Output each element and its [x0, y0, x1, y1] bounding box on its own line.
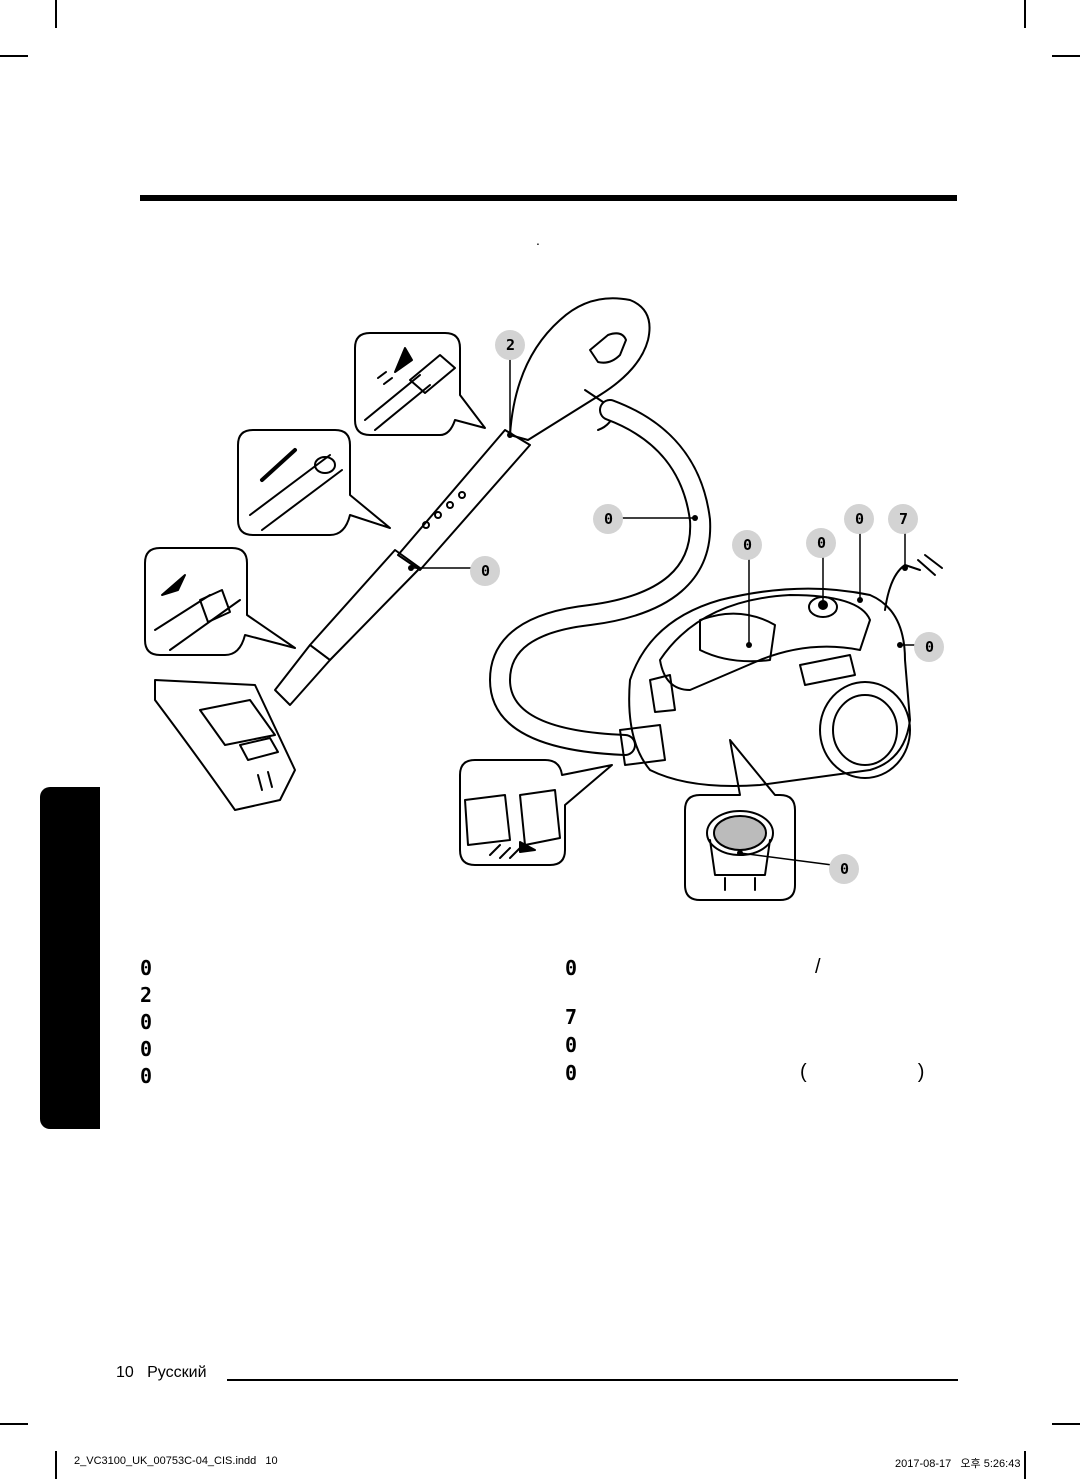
legend-number: 0: [140, 1064, 152, 1088]
crop-mark: [55, 1451, 57, 1479]
telescopic-pipe: [274, 429, 531, 706]
legend-number: 0: [140, 956, 152, 980]
legend-parenthesis: ( ): [800, 1061, 925, 1083]
inset-exhaust-filter: [684, 739, 796, 901]
crop-mark: [0, 55, 28, 57]
footer-rule: [227, 1379, 958, 1381]
flexible-hose: [489, 399, 712, 756]
callout-badge: 0: [844, 504, 874, 534]
crop-mark: [1024, 0, 1026, 28]
callout-badge: 2: [495, 330, 525, 360]
callout-badge: 0: [806, 528, 836, 558]
legend-number: 0: [140, 1037, 152, 1061]
print-slug-file: 2_VC3100_UK_00753C-04_CIS.indd 10: [74, 1455, 278, 1467]
crop-mark: [1024, 1451, 1026, 1479]
floor-nozzle: [154, 679, 296, 811]
callout-badge: 0: [470, 556, 500, 586]
inset-handle-connection: [354, 332, 486, 436]
legend-number: 7: [565, 1005, 577, 1029]
crop-mark: [55, 0, 57, 28]
legend-number: 0: [565, 1033, 577, 1057]
callout-badge: 7: [888, 504, 918, 534]
callout-badge: 0: [914, 632, 944, 662]
header-mark: .: [536, 232, 540, 248]
legend-number: 2: [140, 983, 152, 1007]
crop-mark: [0, 1423, 28, 1425]
legend-separator: /: [815, 956, 821, 978]
legend-number: 0: [140, 1010, 152, 1034]
leader-dots: [408, 432, 908, 856]
crop-mark: [1052, 55, 1080, 57]
inset-telescopic-pipe: [237, 429, 391, 536]
leader-lines: [410, 346, 919, 867]
callout-badge: 0: [593, 504, 623, 534]
page-number: 10 Русский: [116, 1364, 207, 1381]
vacuum-body: [619, 554, 943, 787]
section-side-tab: [40, 787, 100, 1129]
print-slug-date: 2017-08-17 오후 5:26:43: [895, 1458, 1021, 1470]
callout-badge: 0: [732, 530, 762, 560]
crop-mark: [1052, 1423, 1080, 1425]
legend-number: 0: [565, 956, 577, 980]
inset-hose-connection: [459, 759, 613, 866]
legend-number: 0: [565, 1061, 577, 1085]
inset-nozzle-connection: [144, 547, 296, 656]
title-rule: [140, 195, 957, 201]
callout-badge: 0: [829, 854, 859, 884]
